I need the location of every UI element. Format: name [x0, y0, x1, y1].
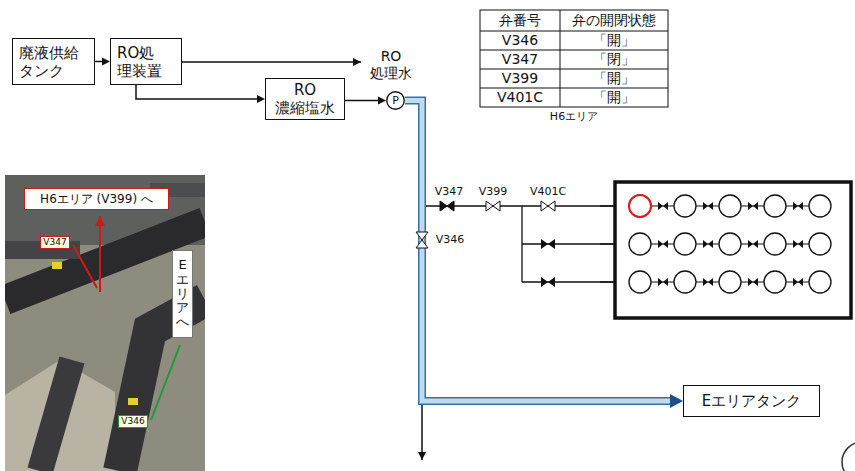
valve-tag: V346	[118, 415, 148, 428]
valve-label: V401C	[525, 184, 571, 200]
flow-line	[345, 100, 379, 102]
photo-leader	[73, 245, 97, 288]
process-box: RO 濃縮塩水	[265, 78, 345, 120]
photo-arrow	[99, 216, 101, 292]
h6-branch-lines	[422, 201, 628, 287]
valve-symbol	[440, 201, 454, 211]
flow-arrow	[136, 85, 265, 103]
pipe-line	[405, 101, 683, 409]
arrow-head	[378, 97, 386, 105]
partial-circle	[842, 442, 855, 471]
table-cell: V399	[480, 69, 560, 88]
arrow-head	[670, 394, 683, 408]
process-box: RO処 理装置	[110, 38, 182, 85]
data-table	[480, 10, 668, 107]
table-cell: 弁番号	[480, 10, 560, 31]
site-photo	[5, 175, 205, 471]
node-text: V347	[43, 237, 67, 248]
flow-label: RO 処理水	[366, 46, 416, 84]
valve-symbol	[416, 232, 428, 248]
valve-symbol	[486, 201, 500, 211]
valve-label: V399	[474, 184, 512, 200]
outflow-arrow	[421, 401, 423, 460]
process-box: 廃液供給 タンク	[12, 38, 95, 85]
photo-leader	[151, 345, 180, 420]
valve-label: V346	[431, 232, 469, 248]
pump-circle	[387, 92, 404, 109]
h6-tank-area	[615, 182, 851, 318]
pipe-fill	[405, 101, 671, 402]
flow-line	[136, 85, 258, 99]
table-cell: 「開」	[560, 69, 668, 88]
tank-box: Eエリアタンク	[683, 385, 820, 417]
node-text: Eエリアへ	[176, 258, 189, 329]
area-caption: H6エリア	[539, 108, 609, 125]
pipe-outline	[405, 101, 671, 402]
node-text: P	[386, 95, 405, 106]
valve-symbol	[541, 277, 555, 287]
arrow-head	[257, 95, 265, 103]
table-cell: 「開」	[560, 88, 668, 107]
node-text: V346	[121, 416, 145, 427]
valve-label: V347	[430, 184, 468, 200]
node-text: RO 濃縮塩水	[270, 81, 340, 117]
valve-symbol	[541, 239, 555, 249]
valve-symbol	[541, 201, 555, 211]
table-cell: V346	[480, 31, 560, 50]
flow-arrow	[345, 97, 386, 105]
pump-symbol: P	[386, 91, 405, 110]
flow-arrow	[95, 58, 110, 66]
flow-arrow	[182, 61, 361, 63]
photo-callout: Eエリアへ	[172, 250, 193, 338]
node-text: RO処 理装置	[117, 44, 175, 80]
flow-line	[95, 61, 103, 63]
table-cell: 「開」	[560, 31, 668, 50]
table-cell: 弁の開閉状態	[560, 10, 668, 31]
arrow-head	[102, 58, 110, 66]
table-cell: 「閉」	[560, 50, 668, 69]
valve-tag: V347	[40, 236, 70, 249]
node-text: 廃液供給 タンク	[19, 44, 88, 80]
node-text: Eエリアタンク	[690, 392, 813, 410]
table-cell: V401C	[480, 88, 560, 107]
photo-callout: H6エリア (V399) へ	[24, 188, 169, 210]
node-text: H6エリア (V399) へ	[29, 192, 164, 206]
table-cell: V347	[480, 50, 560, 69]
